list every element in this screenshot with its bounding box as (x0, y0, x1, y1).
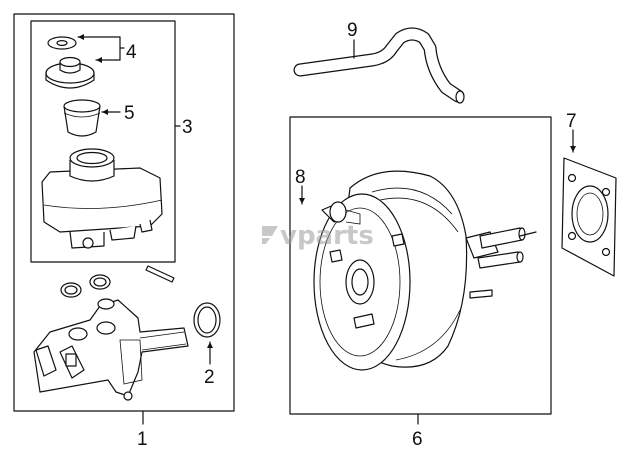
callout-3: 3 (182, 117, 193, 138)
master-cylinder-box (13, 13, 235, 412)
callout-1: 1 (137, 429, 148, 450)
brake-booster (313, 170, 537, 371)
callout-4: 4 (126, 42, 137, 63)
brake-booster-box (289, 116, 552, 415)
vparts-logo-icon (262, 226, 278, 244)
cap-gasket (47, 36, 77, 50)
callout-5: 5 (124, 103, 135, 124)
callout-9: 9 (347, 20, 358, 41)
leader-lines (77, 34, 576, 425)
reservoir-cap (45, 56, 95, 89)
watermark-text: vparts (280, 221, 374, 251)
booster-front-studs (329, 233, 405, 329)
check-valve (321, 201, 361, 225)
reservoir-strainer (63, 99, 101, 137)
retaining-pin (145, 265, 175, 283)
o-ring-pair (60, 274, 111, 298)
vacuum-hose (293, 27, 465, 104)
booster-gasket (561, 157, 617, 277)
master-cylinder (33, 298, 189, 401)
callout-7: 7 (566, 111, 577, 132)
reservoir-box (30, 20, 176, 263)
callout-6: 6 (412, 429, 423, 450)
reservoir-body (41, 148, 163, 249)
callout-8: 8 (295, 167, 306, 188)
seal-ring (193, 302, 221, 338)
callout-2: 2 (204, 367, 215, 388)
booster-rear-studs (465, 227, 537, 299)
vparts-watermark: vparts (262, 221, 374, 251)
